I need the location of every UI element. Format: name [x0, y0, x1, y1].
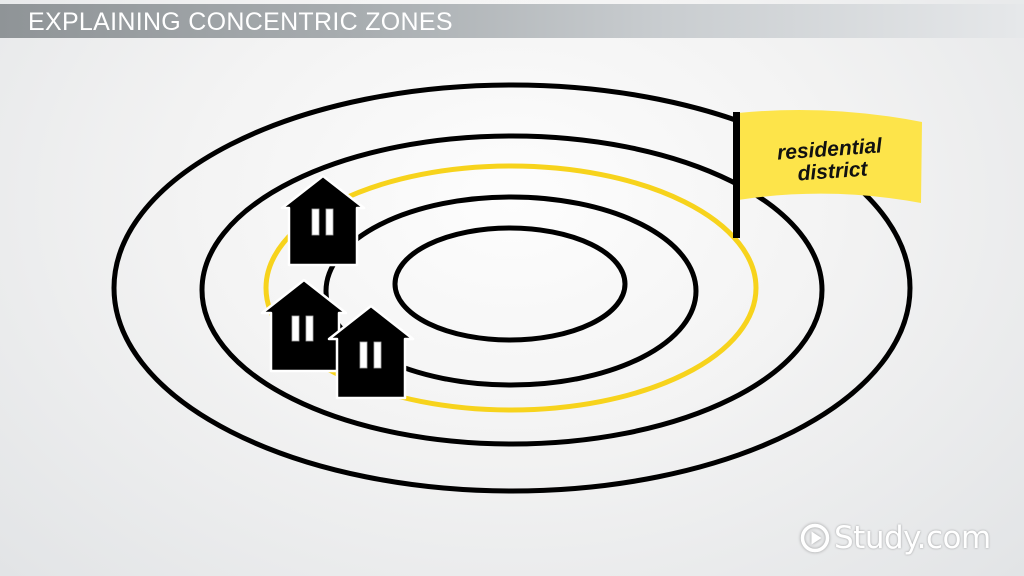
study-logo: Study.com: [800, 518, 991, 558]
play-circle-icon: [800, 523, 830, 553]
house-window: [305, 315, 314, 342]
house-window: [291, 315, 300, 342]
zone-ring-residential: [263, 163, 759, 413]
logo-text: Study.com: [834, 520, 991, 556]
flag-banner: [738, 110, 922, 203]
flag-pole: [733, 112, 740, 238]
title-bar: EXPLAINING CONCENTRIC ZONES: [0, 4, 1024, 38]
flag-label-line2: district: [797, 158, 869, 186]
zone-ring-core: [392, 225, 628, 343]
house-window: [311, 208, 320, 236]
zone-ring-third: [323, 194, 699, 388]
house-lower-right: [327, 304, 415, 400]
house-upper-left: [280, 174, 366, 267]
zone-ring-second: [199, 133, 825, 447]
house-icon: [327, 304, 415, 400]
house-window: [373, 341, 382, 369]
house-window: [325, 208, 334, 236]
zone-ring-outer: [111, 82, 913, 494]
house-lower-left: [260, 278, 348, 373]
flag: residential district: [733, 110, 922, 238]
house-window: [359, 341, 368, 369]
house-icon: [260, 278, 348, 373]
house-icon: [280, 174, 366, 267]
slide-title: EXPLAINING CONCENTRIC ZONES: [28, 8, 453, 36]
